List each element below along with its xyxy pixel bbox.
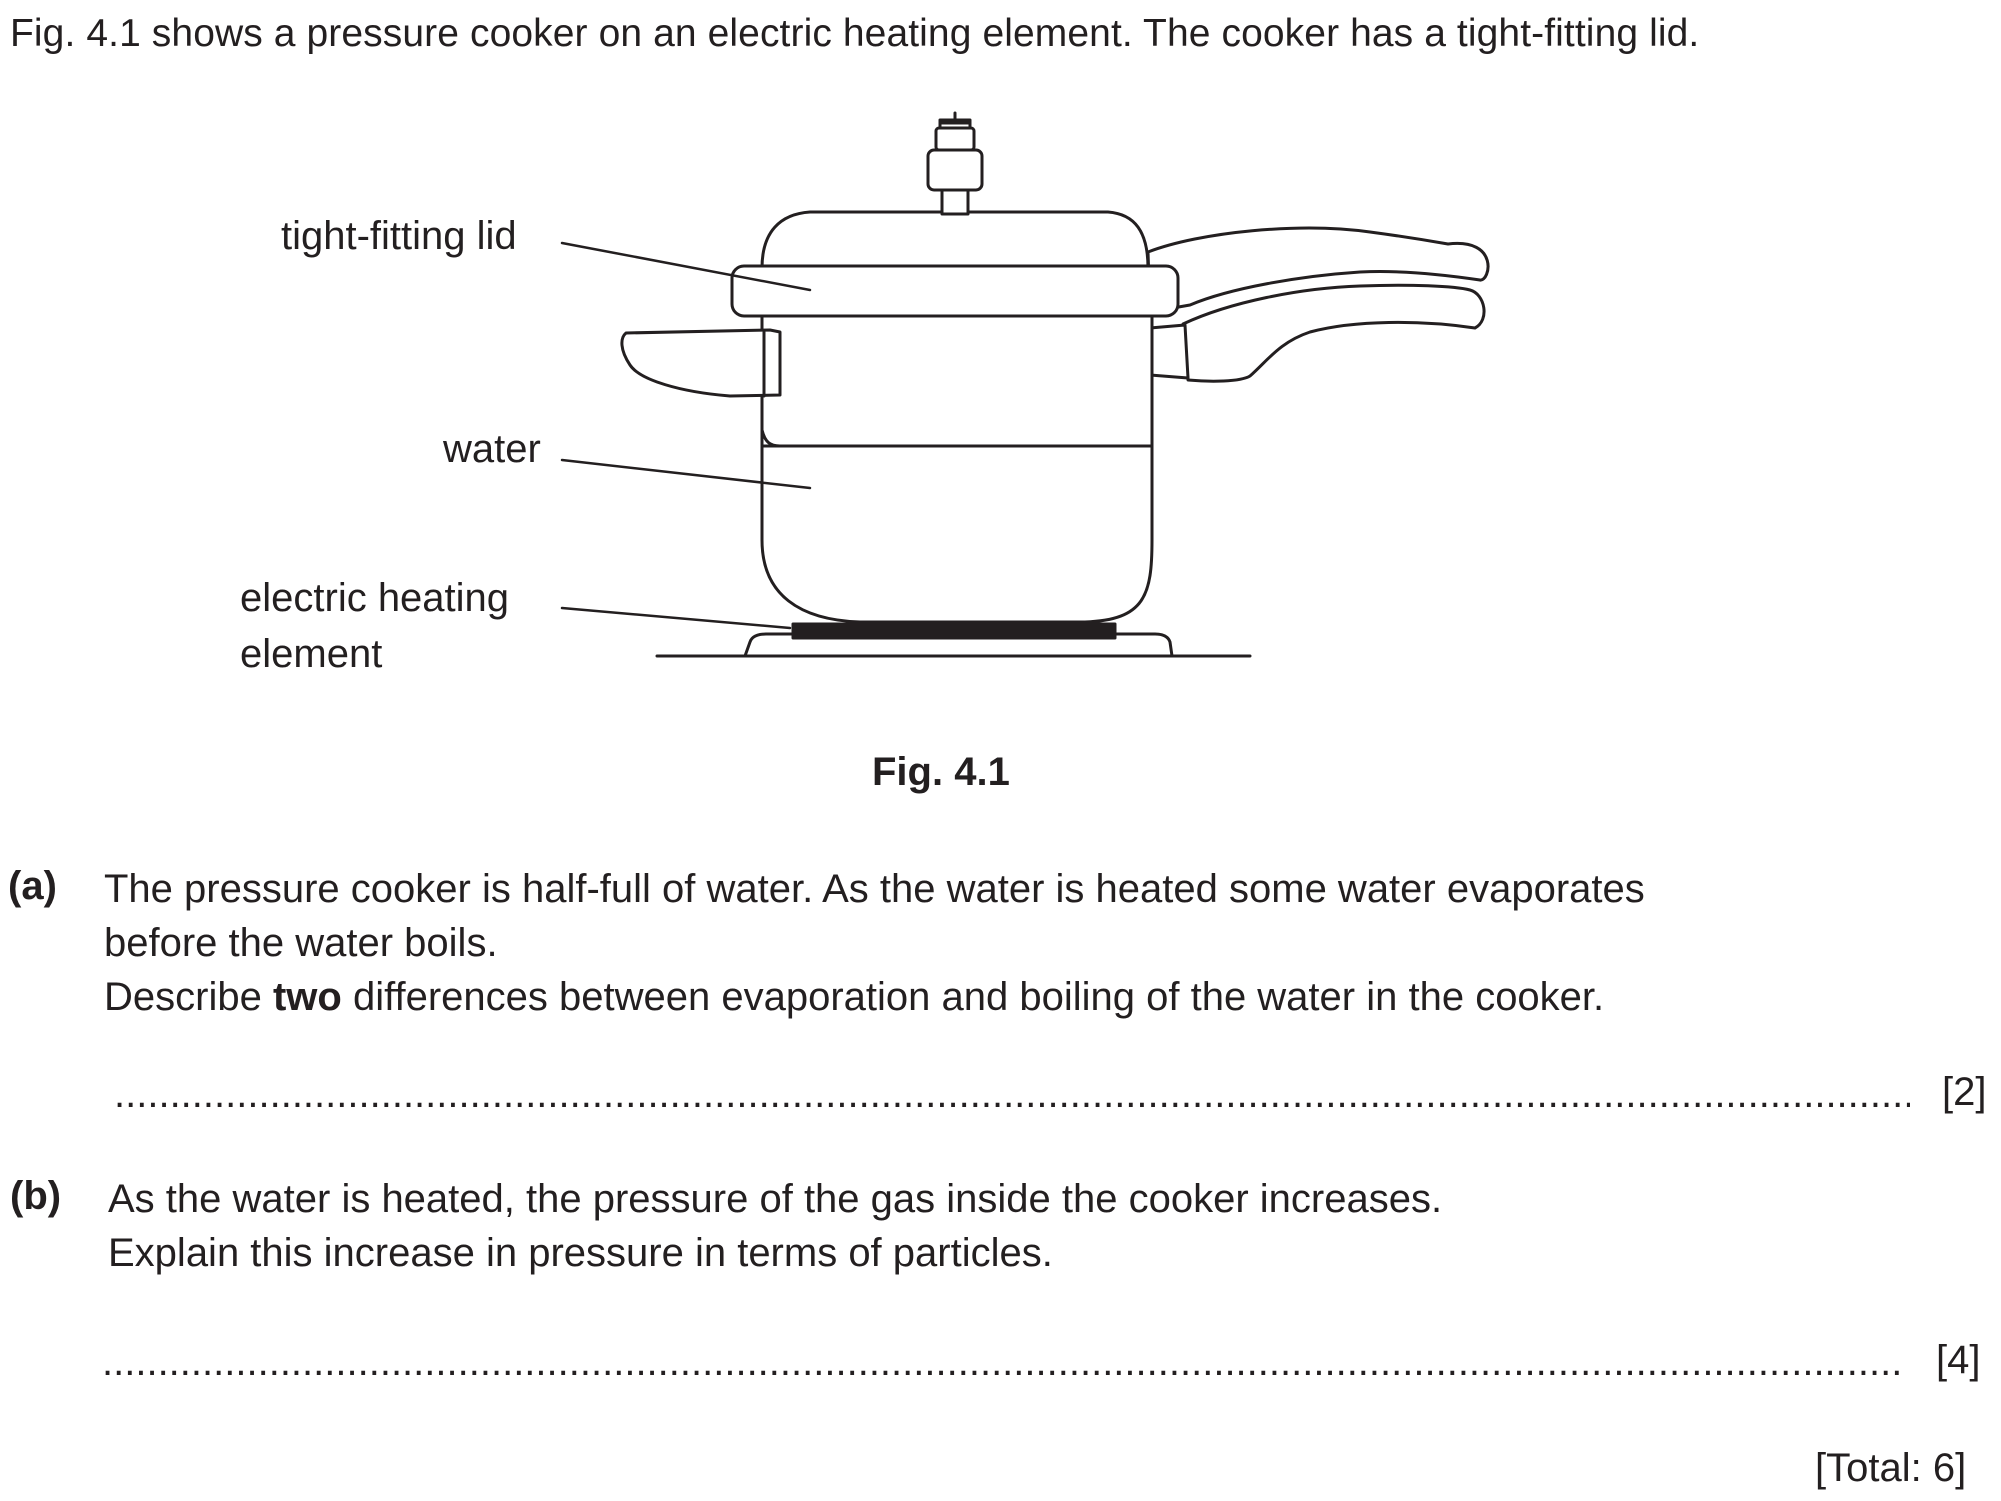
part-a-answer-line[interactable]: ........................................… [114, 1072, 1910, 1116]
part-a-line2: before the water boils. [104, 921, 498, 965]
label-lid: tight-fitting lid [281, 214, 517, 258]
valve-knob [938, 118, 972, 130]
handle-bracket [1136, 323, 1190, 380]
part-a-line3-bold: two [272, 975, 342, 1019]
part-a-line3: Describe two differences between evapora… [104, 970, 1604, 1024]
label-heater-line2: element [240, 632, 383, 676]
part-a-label: (a) [8, 864, 57, 908]
part-b-answer-line[interactable]: ........................................… [102, 1340, 1905, 1384]
intro-text: Fig. 4.1 shows a pressure cooker on an e… [10, 12, 1700, 55]
handle-upper [1146, 226, 1490, 314]
part-b-line1: As the water is heated, the pressure of … [108, 1177, 1443, 1221]
label-heater-line1: electric heating [240, 576, 510, 620]
part-b-marks: [4] [1936, 1338, 1981, 1382]
pot-body [760, 288, 1154, 624]
valve-cap [934, 126, 976, 152]
total-marks: [Total: 6] [1815, 1446, 1967, 1490]
part-b-line2: Explain this increase in pressure in ter… [108, 1231, 1053, 1275]
valve-stem [940, 186, 970, 216]
heater-base [743, 632, 1174, 658]
part-a-line3-pre: Describe [104, 975, 273, 1019]
water-leader [560, 458, 812, 490]
heating-element-plate [791, 622, 1117, 640]
part-a-line3-post: differences between evaporation and boil… [341, 975, 1605, 1019]
left-handle [620, 328, 782, 398]
handle-lower [1181, 283, 1486, 383]
part-a-line1: The pressure cooker is half-full of wate… [104, 867, 1645, 911]
lid-leader [560, 241, 812, 292]
lid-rim [730, 264, 1180, 318]
heater-leader [560, 606, 792, 630]
water-top-curve [760, 428, 782, 448]
figure-caption: Fig. 4.1 [872, 750, 1010, 794]
part-b-label: (b) [10, 1174, 62, 1218]
label-water: water [443, 427, 541, 471]
lid-dome [760, 210, 1150, 270]
part-a-marks: [2] [1942, 1070, 1987, 1114]
valve-body [926, 148, 984, 192]
